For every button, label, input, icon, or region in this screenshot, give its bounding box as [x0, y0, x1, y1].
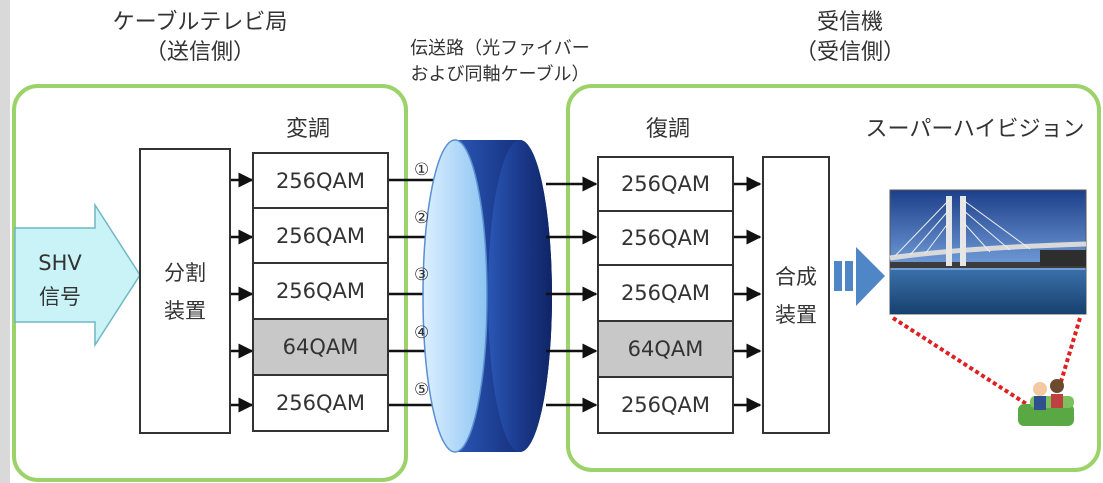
splitter-label-line2: 装置 — [164, 299, 206, 323]
demodulator-box-4: 64QAM — [597, 320, 734, 378]
sender-title-line1: ケーブルテレビ局 — [112, 10, 288, 35]
demodulator-to-combiner-arrows — [734, 176, 762, 413]
sender-title: ケーブルテレビ局 （送信側） — [80, 8, 320, 68]
transmission-cable — [422, 139, 552, 453]
super-hi-vision-picture — [889, 189, 1087, 315]
combiner-box: 合成 装置 — [762, 156, 830, 434]
demodulator-box-3: 256QAM — [597, 264, 734, 322]
splitter-box: 分割 装置 — [139, 148, 231, 434]
modulator-box-3: 256QAM — [252, 262, 389, 320]
splitter-label-line1: 分割 — [164, 261, 206, 285]
splitter-to-modulator-arrows — [229, 172, 254, 413]
shv-label-line2: 信号 — [39, 285, 81, 309]
cable-to-demodulator-arrows — [546, 176, 598, 413]
channel-number-2: ② — [414, 208, 430, 228]
sender-group-frame — [12, 84, 408, 482]
modulator-box-1: 256QAM — [252, 152, 389, 209]
receiver-group-frame — [566, 84, 1101, 472]
shv-label-line1: SHV — [38, 251, 82, 275]
combiner-label-line2: 装置 — [775, 303, 817, 327]
demodulator-box-1: 256QAM — [597, 156, 734, 212]
transmission-title: 伝送路（光ファイバー および同軸ケーブル） — [385, 36, 615, 88]
transmission-title-line1: 伝送路（光ファイバー — [410, 38, 590, 59]
transmission-title-line2: および同軸ケーブル） — [410, 64, 590, 85]
channel-number-5: ⑤ — [414, 380, 430, 400]
display-label: スーパーハイビジョン — [865, 117, 1085, 142]
demodulator-box-5: 256QAM — [597, 376, 734, 434]
demodulation-label: 復調 — [645, 117, 690, 142]
shv-signal-label: SHV 信号 — [20, 246, 100, 314]
receiver-title-line2: （受信側） — [794, 40, 905, 65]
shv-input-arrow — [14, 202, 141, 348]
receiver-title-line1: 受信機 — [816, 10, 883, 35]
modulator-box-5: 256QAM — [252, 374, 389, 432]
channel-number-4: ④ — [414, 323, 430, 343]
receiver-title: 受信機 （受信側） — [760, 8, 940, 68]
left-edge-strip — [0, 0, 10, 483]
viewers-icon — [1018, 379, 1074, 426]
channel-number-1: ① — [414, 160, 430, 180]
modulator-box-2: 256QAM — [252, 207, 389, 264]
modulation-label: 変調 — [285, 117, 330, 142]
output-arrow — [834, 247, 885, 306]
channel-number-3: ③ — [414, 265, 430, 285]
modulator-box-4: 64QAM — [252, 318, 389, 376]
demodulator-box-2: 256QAM — [597, 210, 734, 266]
combiner-label-line1: 合成 — [775, 265, 817, 289]
viewing-sight-lines — [891, 316, 1082, 407]
sender-title-line2: （送信側） — [144, 40, 255, 65]
